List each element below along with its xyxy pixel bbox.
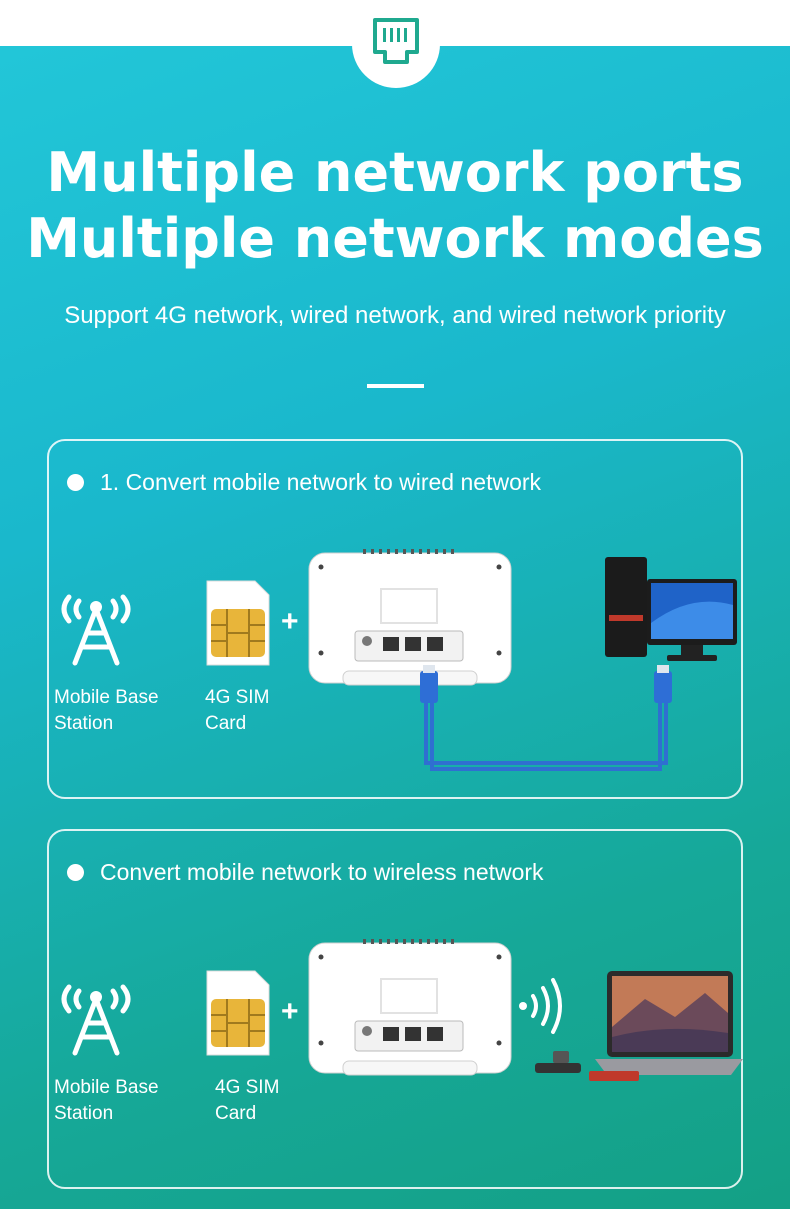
tower-label: Mobile Base Station — [54, 687, 159, 734]
plus-sign: + — [281, 995, 299, 1028]
panel-heading-text: 1. Convert mobile network to wired netwo… — [100, 469, 542, 495]
panel-wireless: Convert mobile network to wireless netwo… — [47, 829, 743, 1189]
sim-card-icon — [206, 580, 270, 666]
cell-tower-icon — [61, 594, 131, 666]
page-title: Multiple network ports Multiple network … — [0, 140, 790, 272]
cell-tower-icon — [61, 984, 131, 1056]
router-device-icon — [308, 549, 512, 686]
sim-card-icon — [206, 970, 270, 1056]
panel-heading: 1. Convert mobile network to wired netwo… — [67, 469, 541, 496]
tower-label: Mobile Base Station — [54, 1077, 159, 1124]
router-device-icon — [308, 939, 512, 1076]
panel-heading-text: Convert mobile network to wireless netwo… — [100, 859, 544, 885]
sim-label: 4G SIM Card — [205, 687, 270, 734]
plus-sign: + — [281, 605, 299, 638]
sim-label: 4G SIM Card — [215, 1077, 280, 1124]
desktop-computer-icon — [605, 557, 737, 661]
title-divider — [367, 384, 424, 388]
laptop-icon — [535, 971, 743, 1081]
wifi-signal-icon — [519, 978, 562, 1034]
page-subtitle: Support 4G network, wired network, and w… — [64, 302, 726, 329]
title-line-2: Multiple network modes — [26, 207, 764, 270]
bullet-dot — [67, 474, 84, 491]
ethernet-port-icon — [373, 18, 419, 64]
title-line-1: Multiple network ports — [46, 141, 744, 204]
ethernet-cable-icon — [420, 665, 672, 771]
panel-wired: 1. Convert mobile network to wired netwo… — [47, 439, 743, 799]
header-badge — [352, 0, 440, 88]
bullet-dot — [67, 864, 84, 881]
panel-heading: Convert mobile network to wireless netwo… — [67, 859, 544, 886]
